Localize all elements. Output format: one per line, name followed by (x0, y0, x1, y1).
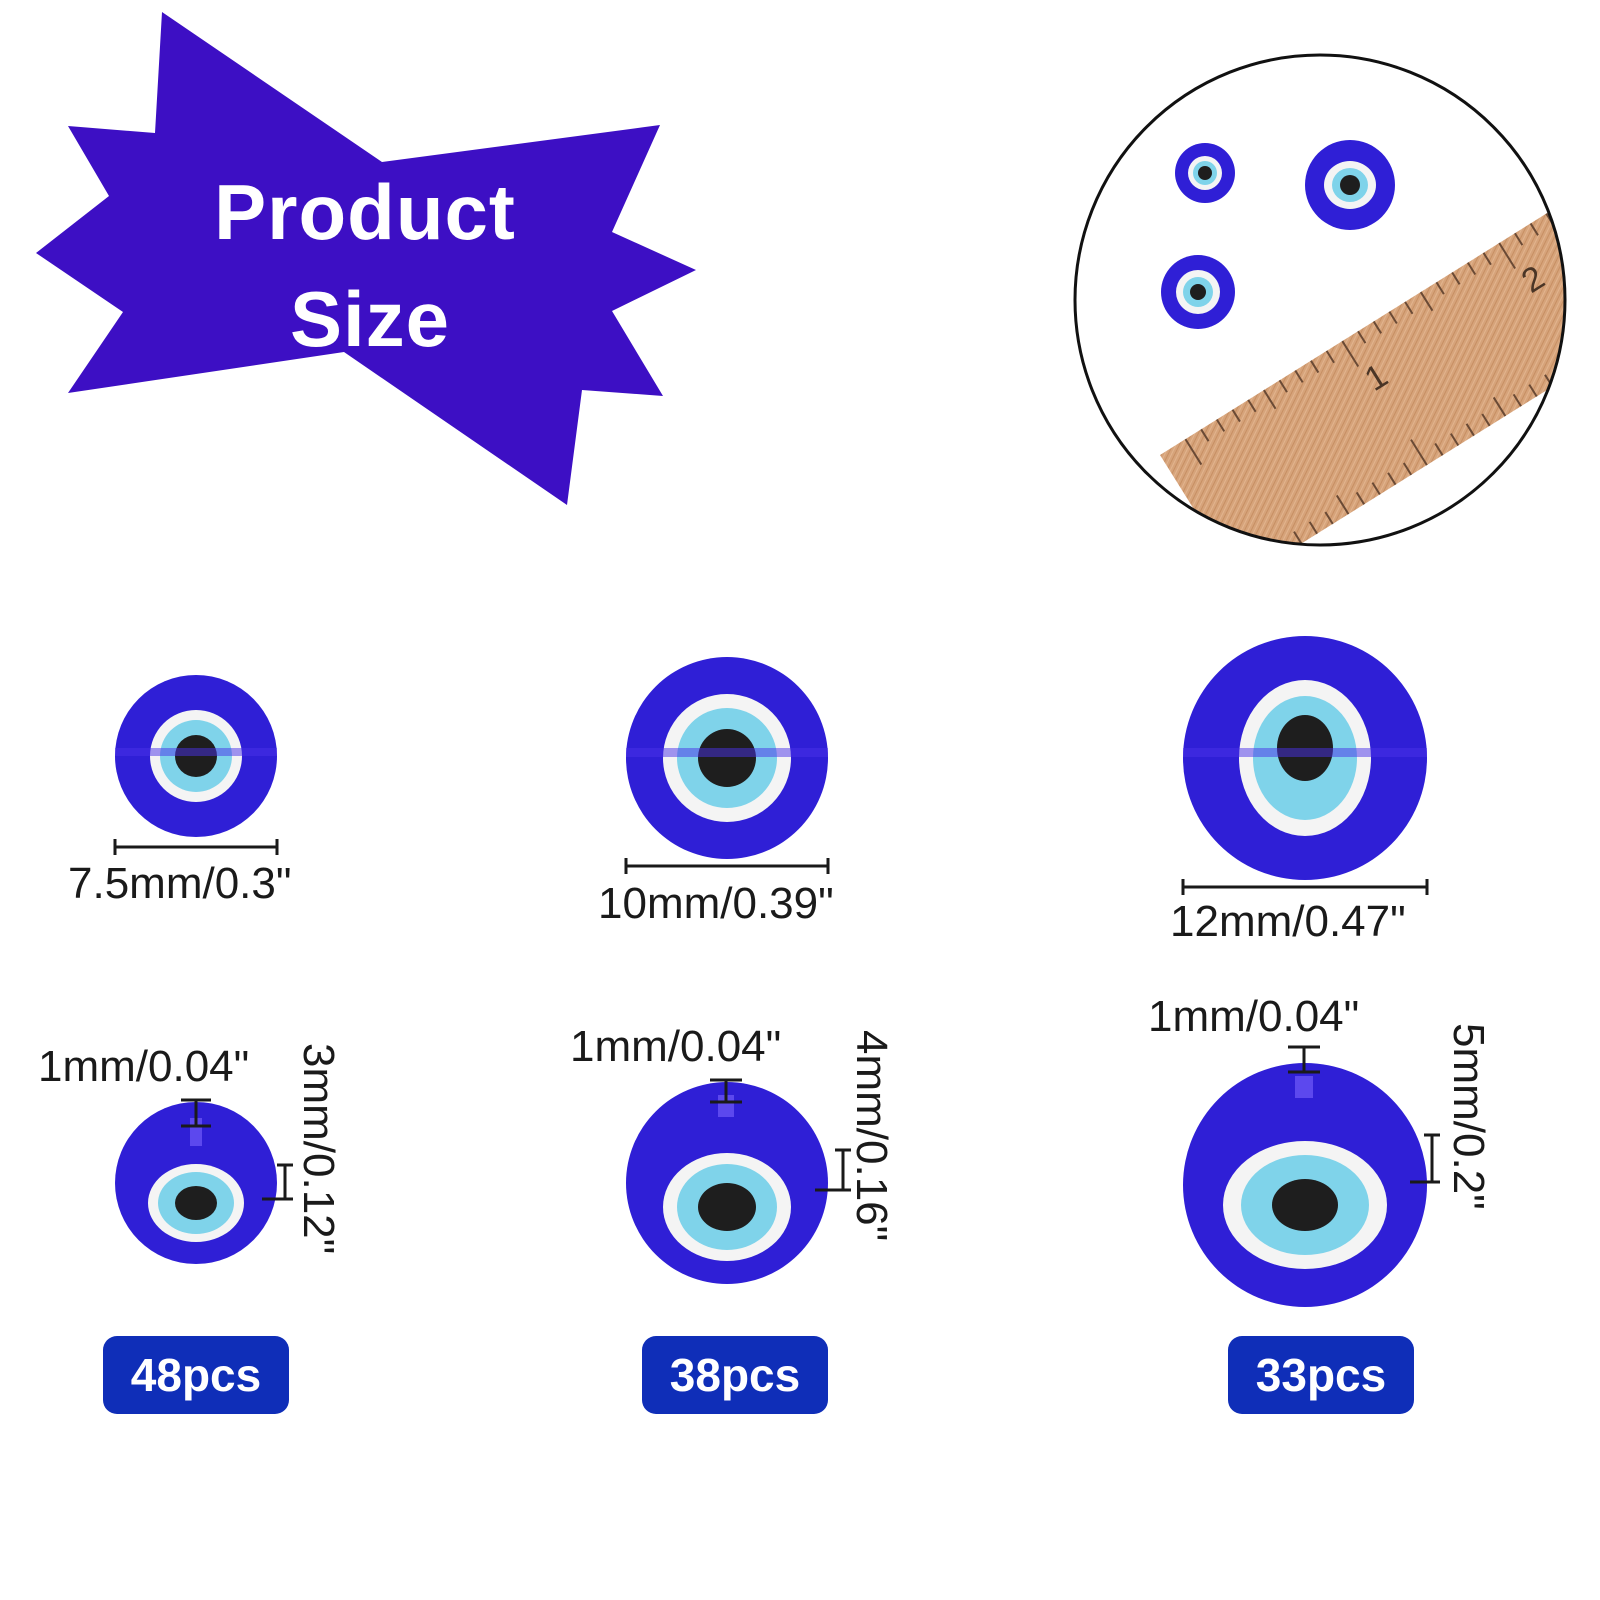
ruler-tick (1592, 345, 1599, 357)
bead-small-thickness-label: 3mm/0.12" (294, 1043, 343, 1255)
hole-thickness-dimension-lines (181, 1045, 1440, 1201)
banner-title-line1: Product (214, 168, 516, 256)
starburst-banner (36, 12, 696, 505)
ruler-tick (1450, 433, 1460, 447)
ruler-tick (1371, 482, 1381, 496)
ruler-tick (1184, 438, 1203, 466)
ruler-tick (1528, 384, 1538, 398)
ruler-tick (1387, 472, 1397, 486)
ruler-tick (1434, 442, 1444, 456)
ruler-tick (1247, 399, 1257, 413)
bead-small-hole-label: 1mm/0.04" (38, 1042, 250, 1091)
diameter-dimension-lines (113, 839, 1429, 895)
bead-small-quantity-badge: 48pcs (103, 1336, 289, 1414)
ruler-tick (1561, 203, 1565, 217)
ruler-tick (1465, 423, 1475, 437)
bead-side-medium (626, 1082, 828, 1284)
ruler-tick (1294, 369, 1304, 383)
ruler-tick (1308, 521, 1318, 535)
ruler-tick (1263, 389, 1277, 410)
ruler-tick (1529, 222, 1539, 236)
ruler-tick (1512, 393, 1522, 407)
ruler-tick (1593, 184, 1600, 196)
bead-medium-hole-label: 1mm/0.04" (570, 1022, 782, 1071)
bead-front-medium (626, 657, 828, 859)
ruler-tick (1293, 531, 1303, 545)
ruler (1160, 179, 1565, 545)
ruler-tick (1335, 494, 1350, 515)
ruler-tick (1372, 320, 1382, 334)
ruler-tick (1231, 409, 1241, 423)
ruler-tick (1278, 379, 1288, 393)
ruler-tick (1200, 428, 1210, 442)
bead-medium-thickness-label: 4mm/0.16" (847, 1030, 896, 1242)
bead-front-small (115, 675, 277, 837)
ruler-tick (1404, 301, 1414, 315)
bead-large-thickness-label: 5mm/0.2" (1444, 1023, 1493, 1210)
banner-title-line2: Size (289, 275, 451, 363)
ruler-tick (1419, 291, 1434, 312)
ruler-tick (1324, 511, 1334, 525)
ruler-tick (1466, 262, 1477, 276)
mini-bead-medium (1161, 255, 1235, 329)
ruler-tick (1410, 439, 1428, 466)
ruler-tick (1341, 340, 1360, 368)
ruler-tick (1559, 364, 1565, 378)
bead-small-diameter-label: 7.5mm/0.3" (68, 859, 292, 908)
ruler-tick (1514, 232, 1524, 246)
ruler-tick (1578, 194, 1590, 213)
mini-bead-small (1175, 143, 1235, 203)
ruler-tick (1388, 311, 1398, 325)
ruler-tick (1482, 252, 1492, 266)
ruler-tick (1357, 330, 1367, 344)
bead-large-diameter-label: 12mm/0.47" (1170, 897, 1406, 946)
bead-side-large (1183, 1063, 1427, 1307)
ruler-tick (1435, 281, 1445, 295)
ruler-inset: 1 2 (1073, 53, 1600, 547)
ruler-tick (1325, 350, 1335, 364)
ruler-tick (1481, 413, 1491, 427)
ruler-tick (1355, 491, 1365, 505)
ruler-tick (1215, 418, 1226, 432)
bead-large-hole-label: 1mm/0.04" (1148, 992, 1360, 1041)
bead-side-small (115, 1102, 277, 1264)
bead-medium-quantity-badge: 38pcs (642, 1336, 828, 1414)
ruler-tick (1498, 242, 1516, 270)
ruler-tick (1310, 360, 1320, 374)
ruler-tick (1253, 537, 1271, 545)
bead-medium-diameter-label: 10mm/0.39" (598, 879, 834, 928)
ruler-tick (1568, 342, 1584, 367)
bead-front-large (1183, 636, 1427, 880)
bead-large-quantity-badge: 33pcs (1228, 1336, 1414, 1414)
ruler-tick (1492, 396, 1507, 417)
ruler-tick (1451, 271, 1461, 285)
ruler-tick (1402, 462, 1413, 476)
mini-bead-large (1305, 140, 1395, 230)
